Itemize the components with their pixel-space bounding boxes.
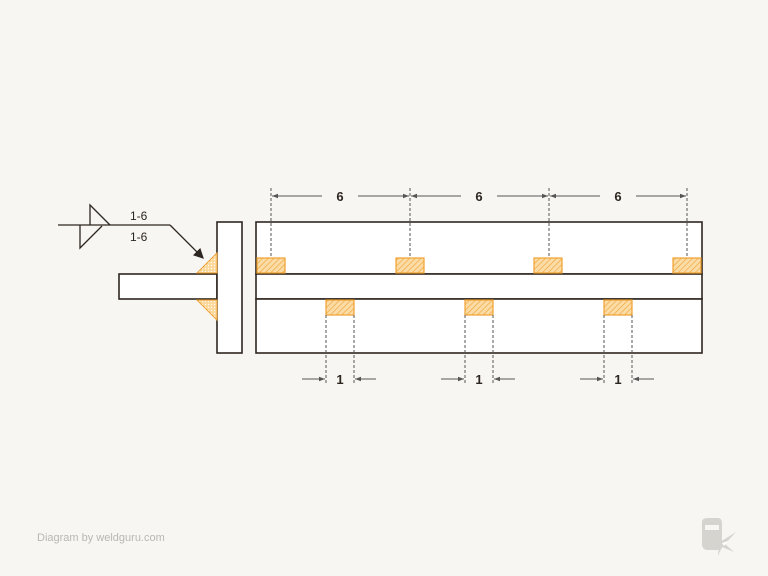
footer-credit: Diagram by weldguru.com <box>37 532 165 544</box>
weld-segment-bottom <box>603 299 633 316</box>
length-dimensions <box>302 315 654 385</box>
weld-segment-top <box>672 257 702 274</box>
pitch-label: 6 <box>475 189 482 204</box>
weld-symbol: 1-6 1-6 <box>58 203 204 259</box>
pitch-dimensions <box>270 188 688 258</box>
pitch-label: 6 <box>336 189 343 204</box>
web-plate <box>118 273 218 300</box>
web-strip <box>255 273 703 300</box>
flange-top-half <box>255 221 703 275</box>
weld-segment-bottom <box>464 299 494 316</box>
other-side-label: 1-6 <box>130 230 148 244</box>
fillet-symbol-other-side-icon <box>79 225 103 250</box>
weld-segment-bottom <box>325 299 355 316</box>
t-joint-side-view <box>118 221 243 354</box>
weld-segment-top <box>256 257 286 274</box>
weld-segment-top <box>533 257 563 274</box>
length-label: 1 <box>614 372 621 387</box>
fillet-symbol-arrow-side-icon <box>89 203 111 226</box>
length-label: 1 <box>475 372 482 387</box>
fillet-weld-bottom <box>195 299 218 322</box>
weld-segment-top <box>395 257 425 274</box>
pitch-label: 6 <box>614 189 621 204</box>
flange-plate <box>216 221 243 354</box>
plan-view <box>255 221 703 354</box>
leader-arrow <box>169 224 204 259</box>
length-label: 1 <box>336 372 343 387</box>
welding-helmet-icon <box>702 518 736 556</box>
fillet-weld-top <box>195 251 218 274</box>
arrow-side-label: 1-6 <box>130 209 148 223</box>
